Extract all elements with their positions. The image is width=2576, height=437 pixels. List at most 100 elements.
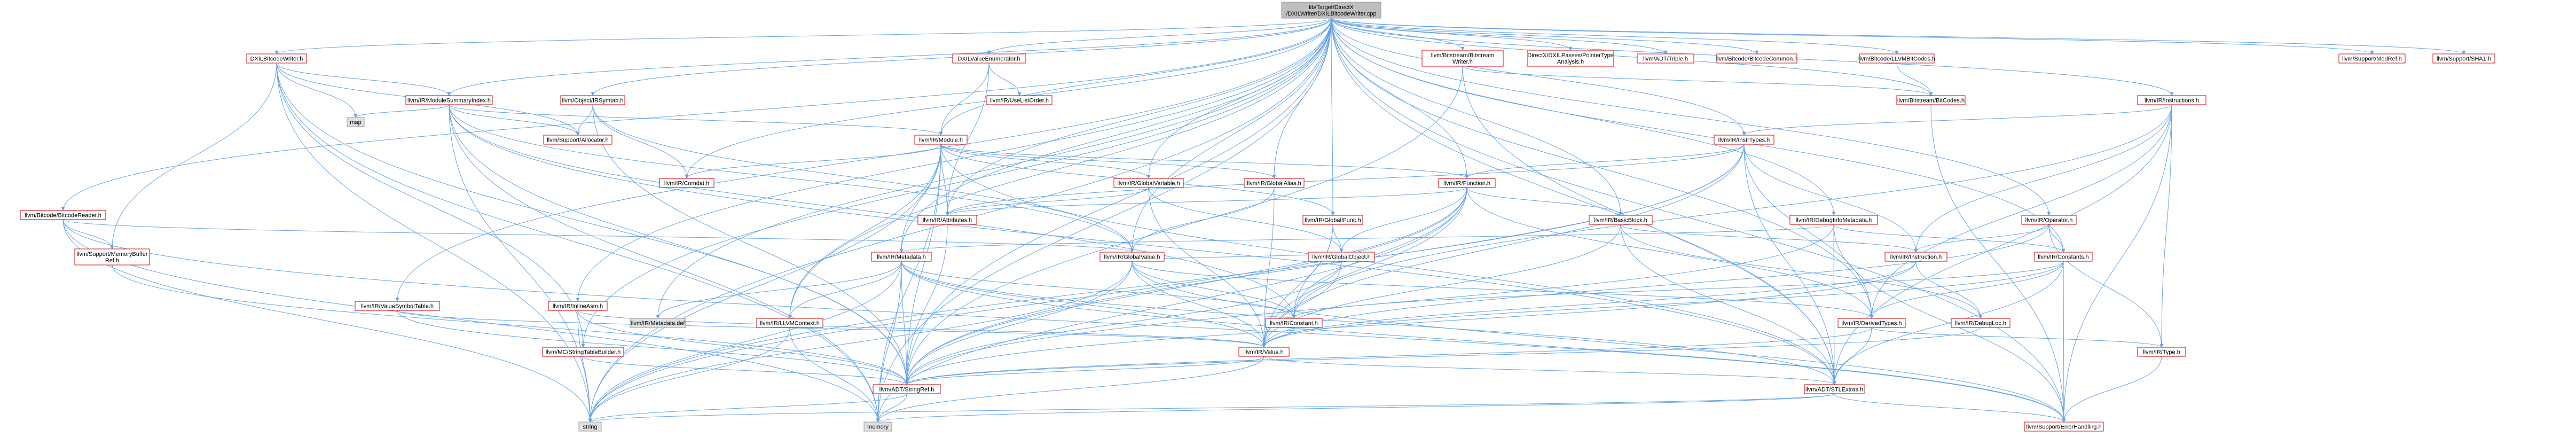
edge-module-to-memory [876, 144, 941, 423]
node-constant[interactable]: llvm/IR/Constant.h [1265, 318, 1323, 328]
node-memory[interactable]: memory [863, 422, 892, 432]
node-box [1281, 2, 1381, 19]
node-attributes[interactable]: llvm/IR/Attributes.h [917, 215, 977, 225]
node-label: Analysis.h [1557, 59, 1584, 65]
node-instructions[interactable]: llvm/IR/Instructions.h [2137, 95, 2206, 105]
node-insttypes[interactable]: llvm/IR/InstrTypes.h [1714, 135, 1774, 145]
node-bcreader[interactable]: llvm/Bitcode/BitcodeReader.h [20, 210, 106, 220]
edge-function-to-constant [1292, 187, 1467, 319]
edge-module-to-globalalias [940, 144, 1276, 179]
edge-bitstream-to-stringref [905, 66, 1463, 385]
edge-strtab-to-stringref [583, 356, 909, 385]
node-label: llvm/IR/GlobalVariable.h [1117, 181, 1180, 187]
node-dxilbw[interactable]: DXILBitcodeWriter.h [246, 53, 307, 64]
node-type[interactable]: llvm/IR/Type.h [2137, 347, 2186, 357]
node-vst[interactable]: llvm/IR/ValueSymbolTable.h [355, 301, 440, 311]
node-label: lib/Target/DirectX [1309, 4, 1354, 11]
node-stlextras[interactable]: llvm/ADT/STLExtras.h [1804, 384, 1865, 394]
node-errorhandling[interactable]: llvm/Support/ErrorHandling.h [2024, 422, 2104, 432]
node-box [20, 210, 106, 220]
node-sha1[interactable]: llvm/Support/SHA1.h [2432, 53, 2495, 64]
node-globalvar[interactable]: llvm/IR/GlobalVariable.h [1113, 178, 1184, 188]
node-debugloc[interactable]: llvm/IR/DebugLoc.h [1951, 318, 2010, 328]
node-box [917, 215, 977, 225]
edge-insttypes-to-instruction [1743, 144, 1918, 253]
node-box [1589, 215, 1653, 225]
node-module[interactable]: llvm/IR/Module.h [914, 135, 968, 145]
edge-insttypes-to-value [1262, 144, 1745, 348]
node-dxvenum[interactable]: DXILValueEnumerator.h [952, 53, 1026, 64]
edge-basicblock-to-instruction [1620, 224, 1918, 253]
edge-root-to-globalvalue [1130, 18, 1332, 253]
edge-root-to-function [1331, 18, 1469, 179]
node-label: llvm/IR/Comdat.h [664, 181, 709, 187]
node-llvmbitcodes[interactable]: llvm/Bitcode/LLVMBitCodes.h [1858, 53, 1935, 64]
node-value[interactable]: llvm/IR/Value.h [1238, 347, 1290, 357]
node-constants[interactable]: llvm/IR/Constants.h [2034, 252, 2093, 262]
node-label: llvm/IR/BasicBlock.h [1594, 217, 1647, 224]
node-box [355, 301, 440, 311]
edge-root-to-dxilbw [274, 18, 1332, 54]
edge-vst-to-value [397, 310, 1266, 348]
node-alloc[interactable]: llvm/Support/Allocator.h [543, 135, 612, 145]
edge-value-to-stringref [905, 356, 1265, 385]
edge-metadata-to-metadef [656, 261, 902, 319]
node-string[interactable]: string [578, 422, 602, 432]
node-operator[interactable]: llvm/IR/Operator.h [2021, 215, 2077, 225]
node-globalalias[interactable]: llvm/IR/GlobalAlias.h [1244, 178, 1305, 188]
edge-dxilbw-to-strtab [276, 63, 585, 348]
node-label: llvm/Support/MemoryBuffer [76, 251, 147, 257]
node-modref[interactable]: llvm/Support/ModRef.h [2338, 53, 2406, 64]
node-msi[interactable]: llvm/IR/ModuleSummaryIndex.h [405, 95, 493, 105]
node-label: llvm/IR/Module.h [919, 137, 963, 144]
node-derivedtypes[interactable]: llvm/IR/DerivedTypes.h [1837, 318, 1906, 328]
node-comdat[interactable]: llvm/IR/Comdat.h [659, 178, 714, 188]
node-triple[interactable]: llvm/ADT/Triple.h [1637, 53, 1694, 64]
node-llvmctx[interactable]: llvm/IR/LLVMContext.h [756, 318, 823, 328]
edge-bcreader-to-globalvalue [62, 219, 1134, 253]
node-bccommon[interactable]: llvm/Bitcode/BitcodeCommon.h [1716, 53, 1798, 64]
node-box [1238, 347, 1290, 357]
node-label: DXILValueEnumerator.h [958, 56, 1020, 63]
node-bitcodes[interactable]: llvm/Bitstream/BitCodes.h [1896, 95, 1966, 105]
node-uselist[interactable]: llvm/IR/UseListOrder.h [986, 95, 1053, 105]
edge-root-to-msi [447, 18, 1332, 96]
node-instruction[interactable]: llvm/IR/Instruction.h [1884, 252, 1947, 262]
node-metadef[interactable]: llvm/IR/Metadata.def [630, 318, 686, 328]
node-globalvalue[interactable]: llvm/IR/GlobalValue.h [1099, 252, 1165, 262]
node-box [756, 318, 823, 328]
node-box [1951, 318, 2010, 328]
node-label: llvm/IR/ValueSymbolTable.h [361, 303, 434, 310]
node-objsym[interactable]: llvm/Object/IRSymtab.h [560, 95, 625, 105]
node-globalobject[interactable]: llvm/IR/GlobalObject.h [1308, 252, 1375, 262]
edge-insttypes-to-derivedtypes [1743, 144, 1874, 319]
edge-bcreader-to-memref [62, 219, 114, 249]
node-root[interactable]: lib/Target/DirectX/DXILWriter/DXILBitcod… [1281, 2, 1381, 19]
node-inlineasm[interactable]: llvm/IR/InlineAsm.h [548, 301, 608, 311]
node-function[interactable]: llvm/IR/Function.h [1438, 178, 1496, 188]
edge-instruction-to-debugloc [1915, 261, 1983, 319]
node-label: llvm/Bitcode/LLVMBitCodes.h [1858, 56, 1935, 63]
node-stringref[interactable]: llvm/ADT/StringRef.h [873, 384, 941, 394]
node-label: llvm/IR/GlobalIFunc.h [1305, 217, 1361, 224]
edge-msi-to-globalvalue [449, 104, 1134, 253]
node-label: llvm/IR/Metadata.h [877, 254, 926, 261]
node-basicblock[interactable]: llvm/IR/BasicBlock.h [1589, 215, 1653, 225]
edge-operator-to-type [2048, 224, 2164, 348]
node-box [578, 422, 602, 432]
node-label: llvm/Bitstream/Bitstream [1431, 52, 1495, 59]
node-label: DirectX/DXILPasses/PointerType [1527, 52, 1613, 59]
node-metadata[interactable]: llvm/IR/Metadata.h [871, 252, 932, 262]
node-map[interactable]: map [347, 117, 365, 127]
node-globalifunc[interactable]: llvm/IR/GlobalIFunc.h [1302, 215, 1363, 225]
node-box [548, 301, 608, 311]
edge-globalvar-to-globalobject [1148, 187, 1344, 253]
node-strtab[interactable]: llvm/MC/StringTableBuilder.h [542, 347, 624, 357]
edge-msi-to-stlextras [449, 104, 1836, 385]
node-debuginfo[interactable]: llvm/IR/DebugInfoMetadata.h [1789, 215, 1878, 225]
node-box [2432, 53, 2495, 64]
node-label: /DXILWriter/DXILBitcodeWriter.cpp [1286, 11, 1376, 17]
